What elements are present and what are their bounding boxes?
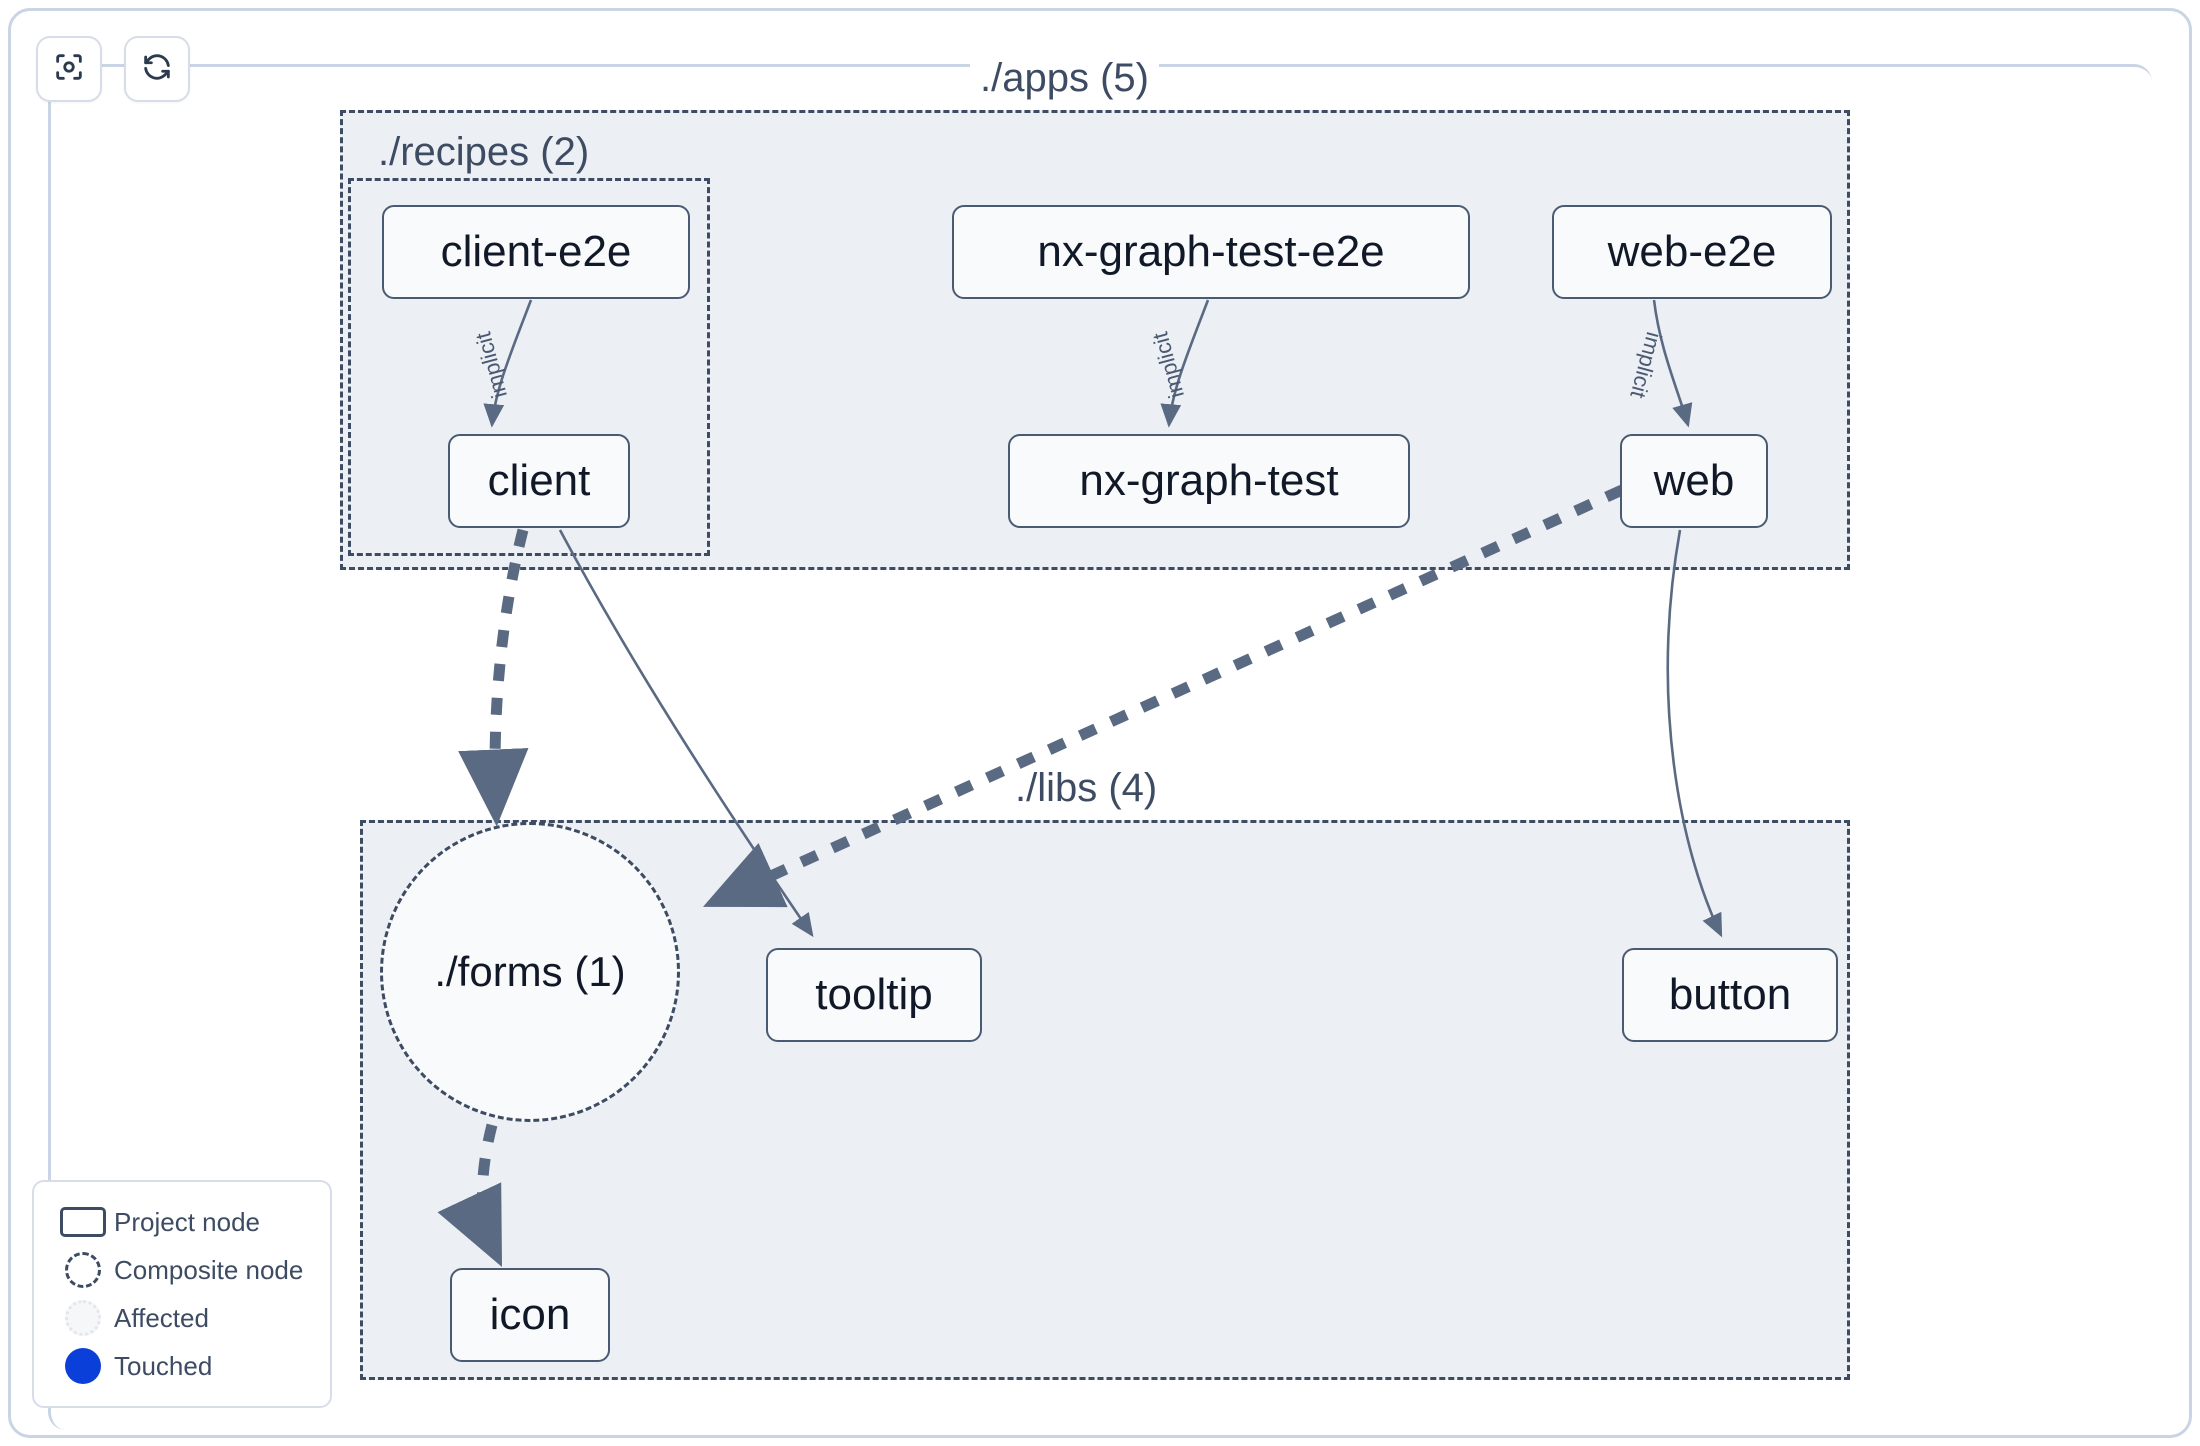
affected-node-symbol-icon — [52, 1300, 114, 1336]
edge-nx-graph-test-e2e-to-nx-graph-test[interactable] — [1160, 299, 1210, 428]
legend-item-composite-node: Composite node — [52, 1246, 312, 1294]
node-client-e2e[interactable]: client-e2e — [382, 205, 690, 299]
focus-target-icon — [52, 50, 86, 89]
legend-item-project-node: Project node — [52, 1198, 312, 1246]
node-web-e2e[interactable]: web-e2e — [1552, 205, 1832, 299]
refresh-graph-button[interactable] — [124, 36, 190, 102]
node-tooltip[interactable]: tooltip — [766, 948, 982, 1042]
graph-toolbar — [36, 36, 190, 102]
edge-web-to-button[interactable] — [1666, 529, 1723, 938]
node-label: web — [1653, 456, 1735, 505]
edge-client-to-forms[interactable] — [458, 528, 529, 827]
node-label: web-e2e — [1607, 227, 1777, 276]
container-apps-label: ./apps (5) — [970, 58, 1159, 98]
legend-label: Touched — [114, 1350, 213, 1381]
node-label: client — [487, 456, 591, 505]
legend-label: Composite node — [114, 1254, 304, 1285]
node-client[interactable]: client — [448, 434, 630, 528]
node-label: tooltip — [815, 970, 933, 1019]
node-label: ./forms (1) — [434, 948, 626, 995]
touched-node-symbol-icon — [52, 1348, 114, 1384]
node-forms-composite[interactable]: ./forms (1) — [380, 822, 680, 1122]
project-node-symbol-icon — [52, 1207, 114, 1237]
legend-label: Project node — [114, 1206, 260, 1237]
legend-label: Affected — [114, 1302, 209, 1333]
node-nx-graph-test-e2e[interactable]: nx-graph-test-e2e — [952, 205, 1470, 299]
legend-item-affected: Affected — [52, 1294, 312, 1342]
node-label: icon — [489, 1290, 571, 1339]
graph-legend: Project node Composite node Affected Tou… — [32, 1180, 332, 1408]
edge-web-e2e-to-web[interactable] — [1652, 299, 1693, 428]
edge-forms-to-icon[interactable] — [437, 1123, 502, 1267]
node-button[interactable]: button — [1622, 948, 1838, 1042]
refresh-sync-icon — [140, 50, 174, 89]
container-libs-label: ./libs (4) — [1005, 768, 1168, 808]
edge-web-to-forms[interactable] — [702, 484, 1625, 908]
focus-graph-button[interactable] — [36, 36, 102, 102]
container-recipes-label: ./recipes (2) — [368, 132, 600, 172]
edge-client-e2e-to-client[interactable] — [483, 299, 533, 428]
node-label: nx-graph-test-e2e — [1037, 227, 1385, 276]
node-label: client-e2e — [440, 227, 632, 276]
node-web[interactable]: web — [1620, 434, 1768, 528]
node-icon[interactable]: icon — [450, 1268, 610, 1362]
node-nx-graph-test[interactable]: nx-graph-test — [1008, 434, 1410, 528]
node-label: button — [1668, 970, 1792, 1019]
node-label: nx-graph-test — [1079, 456, 1339, 505]
composite-node-symbol-icon — [52, 1252, 114, 1288]
legend-item-touched: Touched — [52, 1342, 312, 1390]
